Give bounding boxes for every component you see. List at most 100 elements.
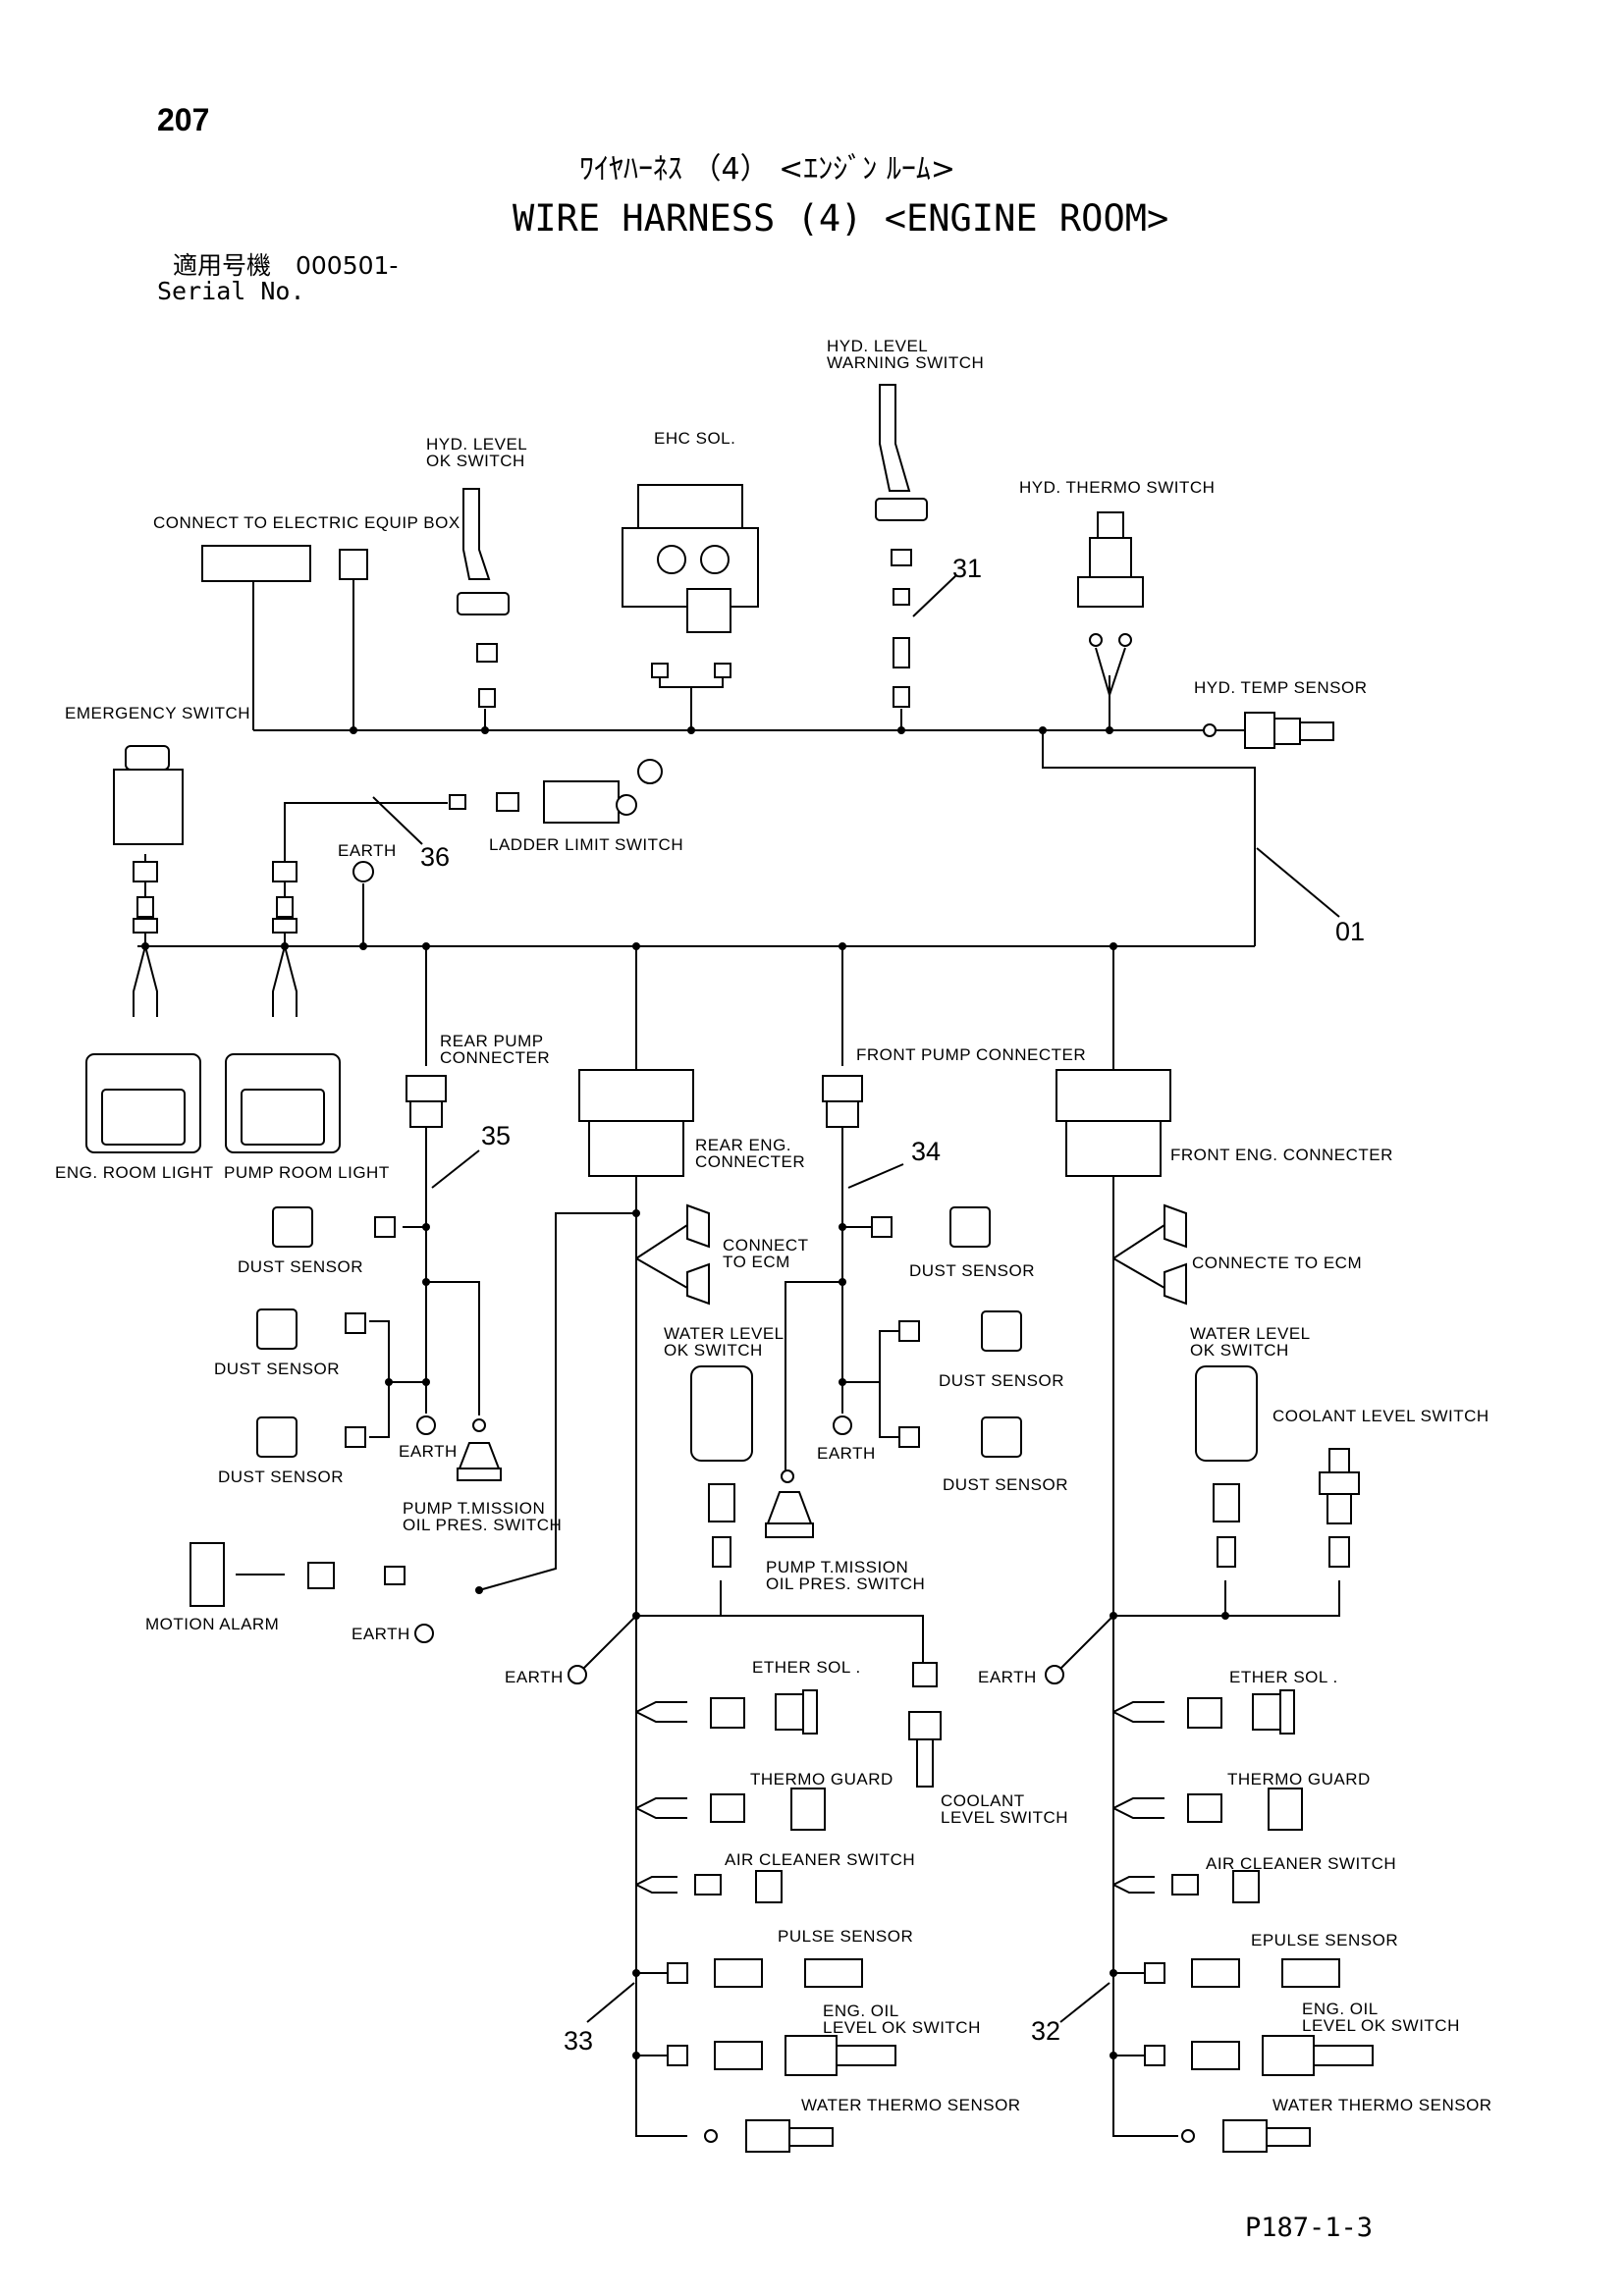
rear-water-thermo-tip: [789, 2128, 833, 2146]
callout-32: 32: [1031, 2016, 1061, 2046]
pump-tm-l-body: [460, 1443, 499, 1468]
ehc-drop: [660, 677, 723, 730]
front-ecm-wires: [1113, 1225, 1164, 1288]
rear-sensor-stubs: [636, 1702, 687, 2056]
leader-36: [373, 797, 422, 844]
rear-thermo-plug: [711, 1794, 744, 1822]
ehc-plug-right: [715, 664, 731, 677]
ehc-plug-left: [652, 664, 668, 677]
front-ether-plug: [1188, 1698, 1221, 1728]
thermo-term-left: [1090, 634, 1102, 646]
front-eng-connector-b: [1066, 1121, 1161, 1176]
front-water-wire: [1113, 1580, 1339, 1616]
ladder-plug-a: [450, 795, 465, 809]
rear-water-wire: [636, 1580, 923, 1663]
label-pump-tm-l: PUMP T.MISSION OIL PRES. SWITCH: [403, 1499, 563, 1534]
front-pulse-body: [1192, 1959, 1239, 1987]
front-ether-sol: [1253, 1694, 1280, 1730]
leader-35: [432, 1150, 479, 1188]
dust-wires-left: [369, 1227, 479, 1437]
ladder-plug-b: [497, 793, 518, 811]
label-hyd-thermo: HYD. THERMO SWITCH: [1019, 478, 1216, 497]
label-dust-sensor-m2: DUST SENSOR: [939, 1371, 1064, 1390]
temp-sensor-term: [1204, 724, 1216, 736]
label-ether-rear: ETHER SOL .: [752, 1658, 861, 1677]
dust-sensor-m3-plug: [899, 1427, 919, 1447]
emergency-switch-body: [114, 770, 183, 844]
label-water-thermo-front: WATER THERMO SENSOR: [1272, 2096, 1492, 2114]
hyd-ok-plug: [479, 689, 495, 707]
front-coolant-hex: [1320, 1472, 1359, 1494]
dust-sensor-l2: [257, 1309, 297, 1349]
label-air-front: AIR CLEANER SWITCH: [1206, 1854, 1397, 1873]
drawing-code: P187-1-3: [1245, 2213, 1374, 2243]
front-ether-sol-b: [1280, 1690, 1294, 1734]
label-pump-room-light: PUMP ROOM LIGHT: [224, 1163, 390, 1182]
ladder-switch-roller: [638, 760, 662, 783]
rear-water-conn: [709, 1484, 734, 1522]
label-pulse-rear: PULSE SENSOR: [778, 1927, 914, 1946]
label-earth-l: EARTH: [399, 1442, 458, 1461]
rear-coolant-body: [909, 1712, 941, 1739]
label-dust-sensor-m1: DUST SENSOR: [909, 1261, 1035, 1280]
label-dust-sensor-l3: DUST SENSOR: [218, 1468, 344, 1486]
rear-thermo-guard: [791, 1789, 825, 1830]
label-engoil-front: ENG. OIL LEVEL OK SWITCH: [1302, 2000, 1460, 2035]
motion-alarm-plug-a: [308, 1563, 334, 1588]
front-thermo-guard: [1269, 1789, 1302, 1830]
label-hyd-level-warning: HYD. LEVEL WARNING SWITCH: [827, 337, 985, 372]
junction-dots: [141, 726, 1229, 2059]
label-connect-equip-box: CONNECT TO ELECTRIC EQUIP BOX: [153, 513, 460, 532]
emergency-connector: [134, 862, 157, 881]
label-engoil-rear: ENG. OIL LEVEL OK SWITCH: [823, 2002, 981, 2037]
warn-connector-b: [893, 589, 909, 605]
label-water-thermo-rear: WATER THERMO SENSOR: [801, 2096, 1021, 2114]
emergency-plug-b: [134, 919, 157, 933]
callout-35: 35: [481, 1121, 512, 1150]
front-pulse-sensor: [1282, 1959, 1339, 1987]
earth-rear-ring: [568, 1666, 586, 1683]
dust-sensor-l1: [273, 1207, 312, 1247]
label-front-pump-conn: FRONT PUMP CONNECTER: [856, 1045, 1087, 1064]
pump-light-plug-b: [273, 919, 297, 933]
title-japanese: ﾜｲﾔﾊｰﾈｽ （4） <ｴﾝｼﾞﾝ ﾙｰﾑ>: [579, 152, 955, 187]
hyd-ok-switch-body: [463, 489, 489, 579]
pump-tm-m-term: [782, 1470, 793, 1482]
rear-oil-body: [715, 2042, 762, 2069]
leader-31: [913, 575, 956, 616]
thermo-switch-base: [1078, 577, 1143, 607]
dust-sensor-m2-plug: [899, 1321, 919, 1341]
harness-01-loop: [1043, 730, 1255, 946]
rear-eng-trunk: [636, 946, 687, 2136]
label-air-rear: AIR CLEANER SWITCH: [725, 1850, 916, 1869]
earth-front-wire: [1060, 1616, 1113, 1669]
dust-sensor-l1-plug: [375, 1217, 395, 1237]
rear-pulse-plug: [668, 1963, 687, 1983]
front-pump-connector: [823, 1076, 862, 1101]
label-hyd-level-ok: HYD. LEVEL OK SWITCH: [426, 435, 528, 470]
label-dust-sensor-l2: DUST SENSOR: [214, 1360, 340, 1378]
ehc-sol-base: [687, 589, 731, 632]
motion-alarm-plug-b: [385, 1567, 405, 1584]
mid-dust-wires: [785, 1227, 899, 1476]
callout-34: 34: [911, 1137, 942, 1166]
pump-light-plug: [277, 897, 293, 917]
pump-room-light-lens: [242, 1090, 324, 1145]
leader-32: [1060, 1983, 1110, 2022]
dust-sensor-m2: [982, 1311, 1021, 1351]
front-coolant-conn: [1327, 1494, 1351, 1523]
label-earth-front: EARTH: [978, 1668, 1037, 1686]
temp-sensor-hex: [1245, 713, 1274, 748]
leader-01: [1257, 848, 1339, 917]
front-water-plug: [1218, 1537, 1235, 1567]
front-water-tank: [1196, 1366, 1257, 1461]
pump-tm-m-body: [768, 1492, 811, 1523]
label-motion-alarm: MOTION ALARM: [145, 1615, 280, 1633]
rear-ether-sol: [776, 1694, 803, 1730]
dust-sensor-m1-plug: [872, 1217, 892, 1237]
warn-switch-body: [880, 385, 909, 491]
rear-ecm-plug-a: [687, 1205, 709, 1247]
label-dust-sensor-m3: DUST SENSOR: [943, 1475, 1068, 1494]
rear-pump-connector: [406, 1076, 446, 1101]
rear-air-switch: [756, 1871, 782, 1902]
